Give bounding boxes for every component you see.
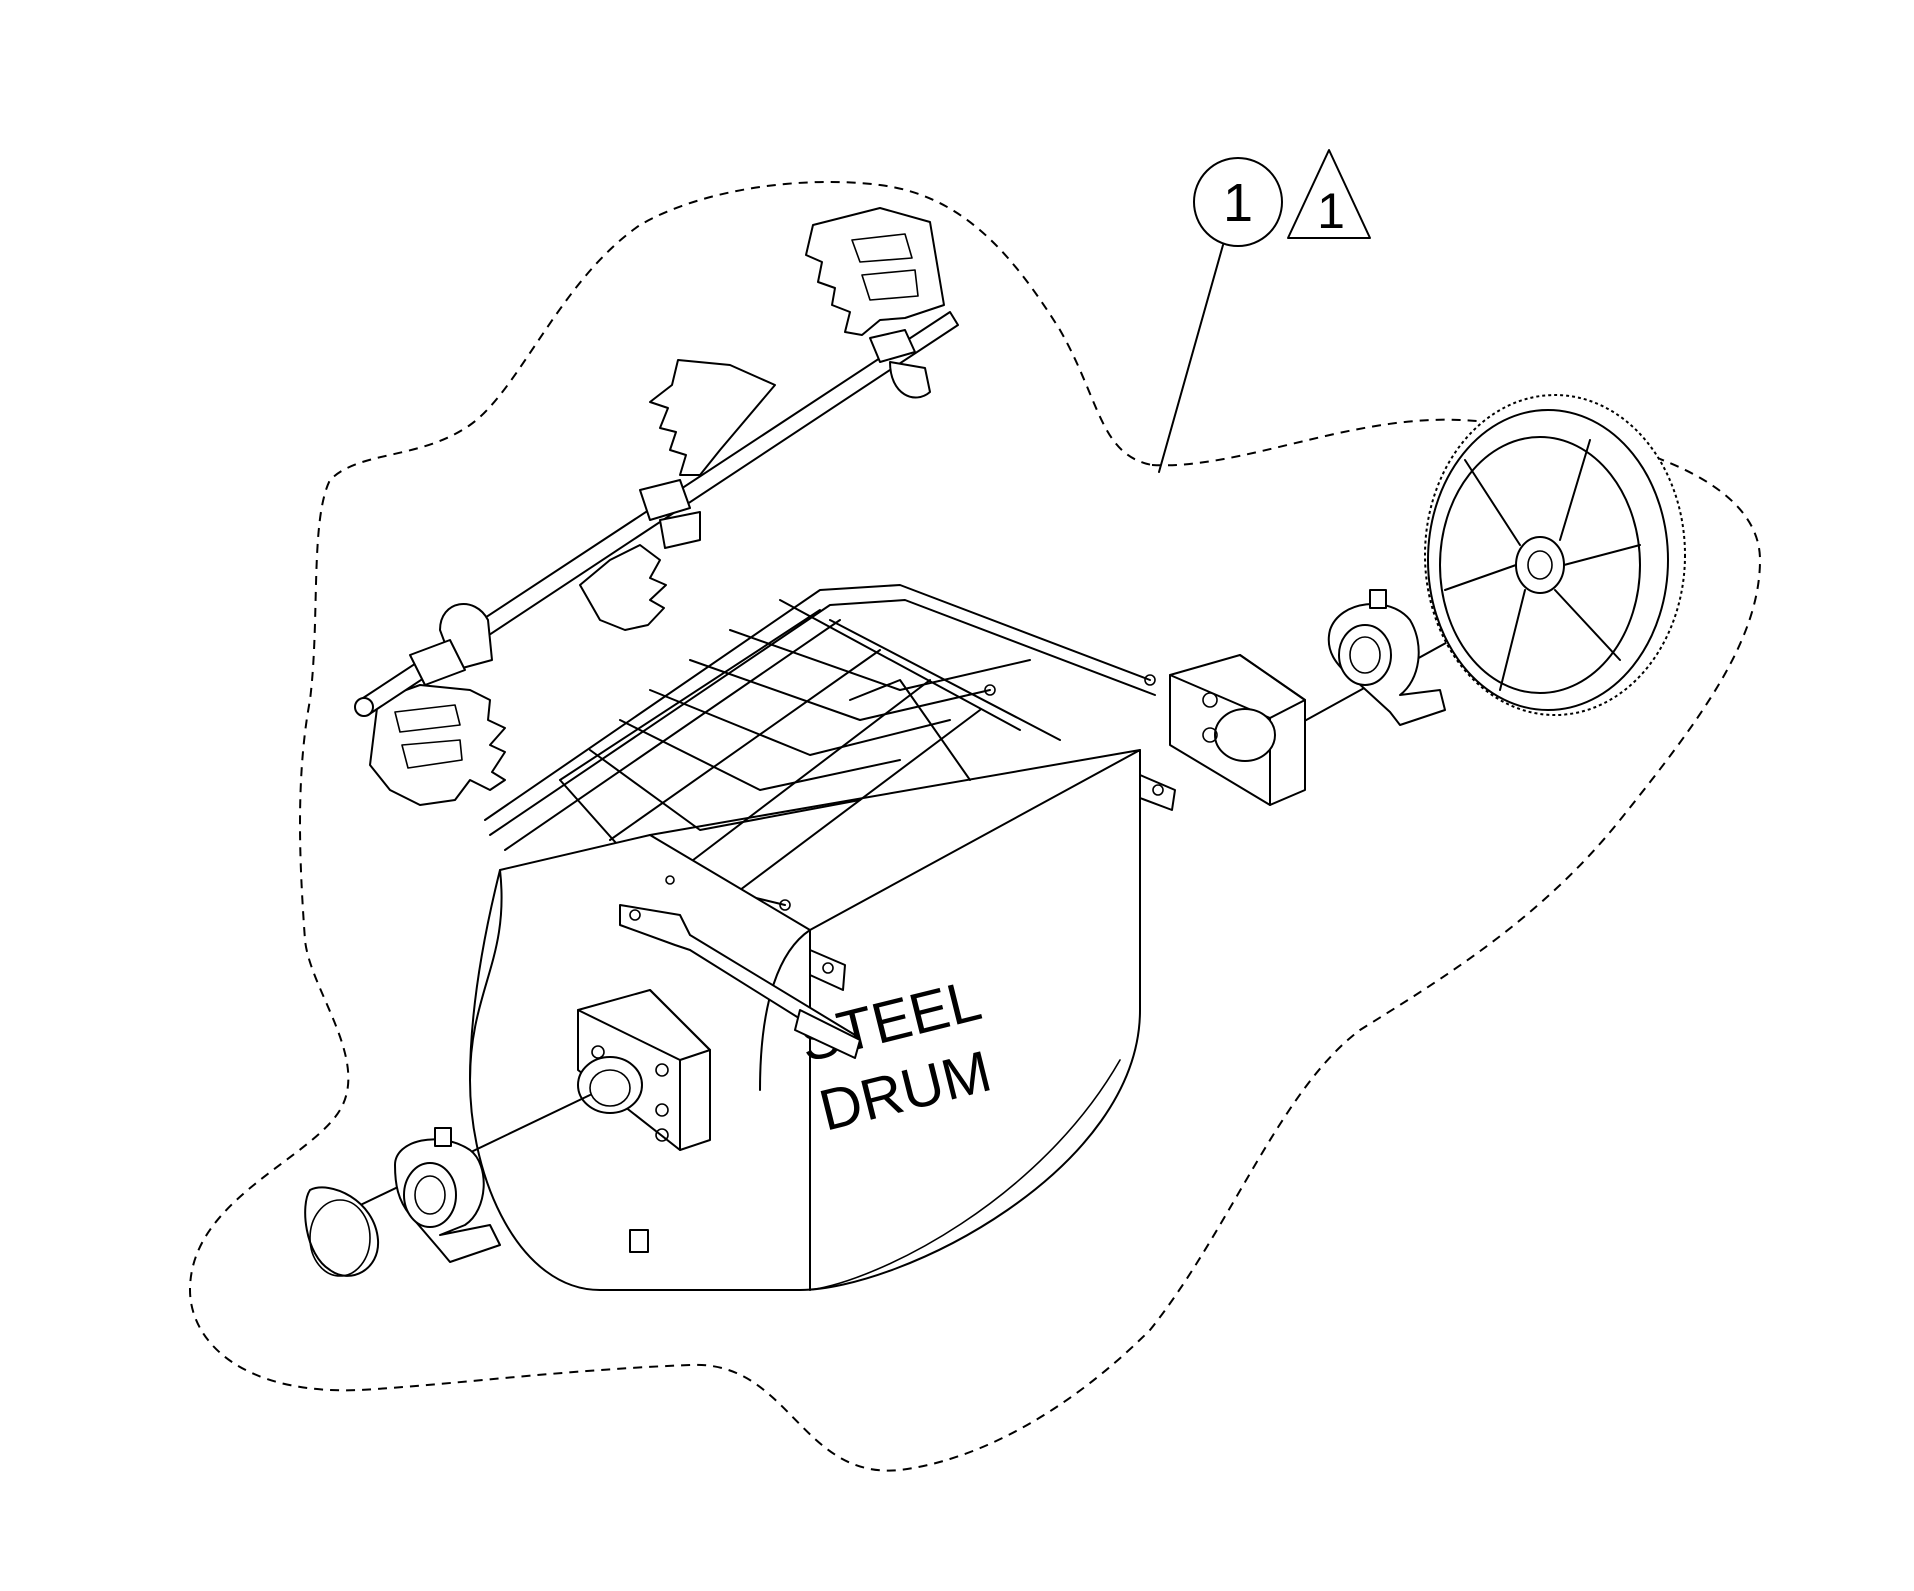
item-callout: 1 1: [1158, 149, 1371, 473]
shaft-clamp-middle: [639, 479, 691, 521]
revision-triangle: [1287, 149, 1371, 239]
assembly-boundary-dashed: [188, 180, 1762, 1472]
agitator-paddle-bottom: [369, 684, 506, 806]
callout-leader-line: [1158, 244, 1224, 473]
item-number-balloon: [1193, 157, 1283, 247]
drive-side-assembly: [1169, 394, 1686, 806]
drum-end-bearing-block: [577, 989, 711, 1151]
shaft-clamp-top: [869, 329, 916, 363]
drum-mounting-tab-front: [809, 949, 846, 991]
agitator-shaft-assembly: [354, 207, 959, 806]
drum-lever-handle: [619, 904, 861, 1059]
revision-mark: 1: [1317, 183, 1345, 239]
agitator-paddle-top: [805, 207, 945, 336]
large-drive-gear: [1424, 394, 1686, 716]
drum-mounting-tab-right: [1139, 774, 1176, 811]
item-number: 1: [1223, 173, 1253, 233]
drum-drain-plug: [629, 1229, 649, 1253]
agitator-paddle-lower: [579, 544, 667, 631]
agitator-paddle-middle: [649, 359, 776, 476]
left-bearing-assembly: [304, 1094, 591, 1277]
